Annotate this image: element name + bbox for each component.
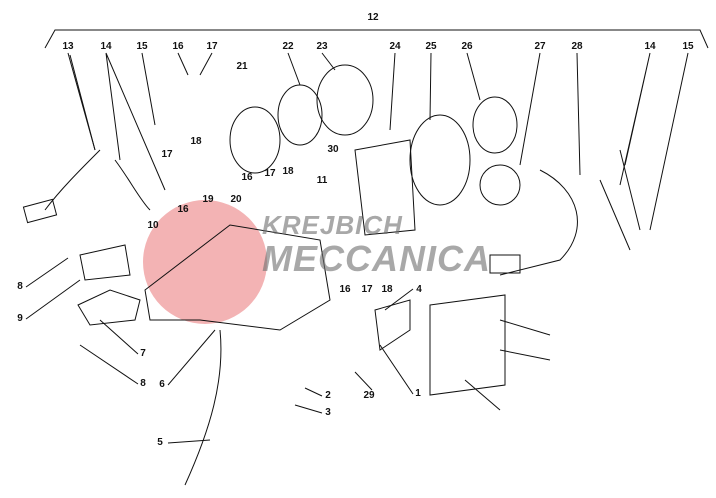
group-bracket [44,29,709,49]
callout-25: 25 [425,41,437,52]
callout-17: 17 [161,149,173,160]
clamp-1 [374,299,411,351]
gauge-27 [479,164,521,206]
watermark-logo-circle [143,200,267,324]
bracket-9 [79,244,131,281]
callout-16: 16 [241,172,253,183]
gauge-26 [472,96,518,154]
bezel-25 [409,114,471,206]
callout-19: 19 [202,194,214,205]
callout-6: 6 [159,379,165,390]
callout-8: 8 [140,378,146,389]
callout-18: 18 [190,136,202,147]
callout-20: 20 [230,194,242,205]
watermark-text-top: KREJBICH [262,210,403,240]
callout-17: 17 [264,168,276,179]
callout-1: 1 [415,388,421,399]
callout-2: 2 [325,390,331,401]
callout-18: 18 [282,166,294,177]
callout-26: 26 [461,41,473,52]
callout-14: 14 [100,41,112,52]
callout-11: 11 [316,175,328,186]
callout-21: 21 [236,61,248,72]
bracket-6 [144,224,331,331]
callout-17: 17 [361,284,373,295]
cable-5 [184,329,222,486]
watermark-text-bottom: MECCANICA [262,238,491,279]
callout-22: 22 [282,41,294,52]
callout-16: 16 [339,284,351,295]
frame-tubes [464,319,551,411]
callout-5: 5 [157,437,163,448]
callout-10: 10 [147,220,159,231]
callout-23: 23 [316,41,328,52]
callout-24: 24 [389,41,401,52]
housing-22 [229,106,281,174]
callout-3: 3 [325,407,331,418]
frame-block [429,294,506,396]
left-harness [44,54,151,211]
callout-9: 9 [17,313,23,324]
callout-30: 30 [327,144,339,155]
callout-4: 4 [416,284,422,295]
callout-13: 13 [62,41,74,52]
callout-15: 15 [136,41,148,52]
bracket-7 [77,289,141,326]
callout-29: 29 [363,390,375,401]
callout-18: 18 [381,284,393,295]
callout-27: 27 [534,41,546,52]
panel-24 [354,139,416,236]
ring-22 [277,84,323,146]
callout-14: 14 [644,41,656,52]
callout-12: 12 [367,12,379,23]
callout-15: 15 [682,41,694,52]
gauge-23 [316,64,374,136]
callout-16: 16 [172,41,184,52]
callout-16: 16 [177,204,189,215]
callout-17: 17 [206,41,218,52]
leader-lines [25,52,689,444]
right-harness [499,149,641,276]
right-connector [489,254,521,274]
callout-28: 28 [571,41,583,52]
callout-8: 8 [17,281,23,292]
left-connector [22,198,58,224]
callout-7: 7 [140,348,146,359]
